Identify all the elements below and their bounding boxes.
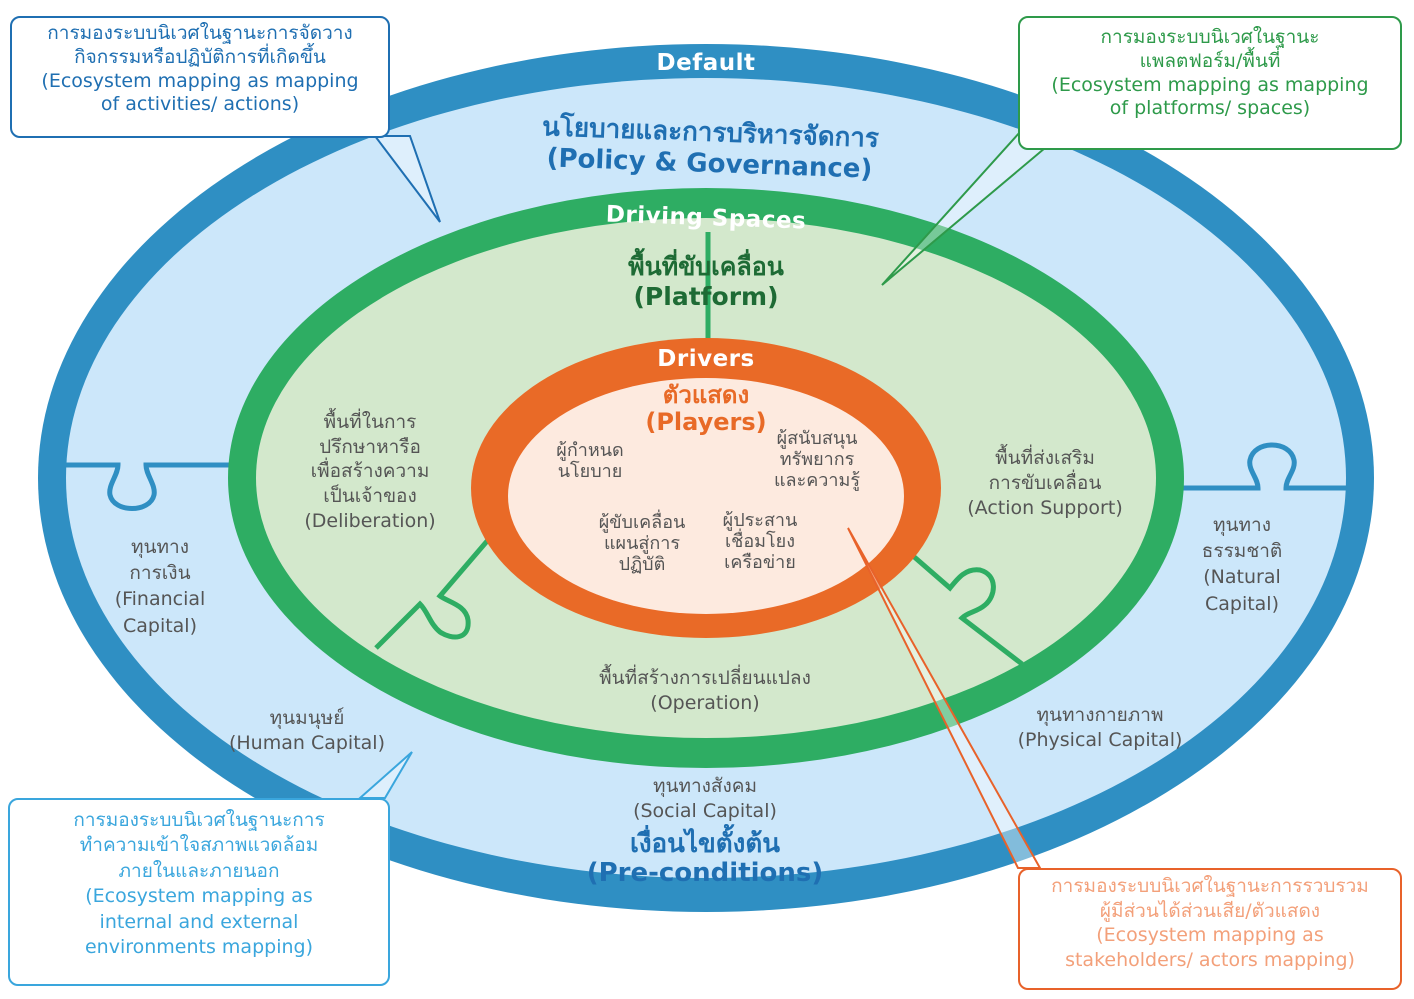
space-operation: พื้นที่สร้างการเปลี่ยนแปลง (Operation) bbox=[599, 667, 811, 714]
player-resource-supporter: ผู้สนับสนุน ทรัพยากร และความรู้ bbox=[773, 428, 861, 492]
platform-heading: พื้นที่ขับเคลื่อน (Platform) bbox=[556, 252, 856, 311]
middle-puzzle-divider-left bbox=[374, 538, 490, 650]
drivers-band-title: Drivers bbox=[657, 346, 755, 372]
player-implementer: ผู้ขับเคลื่อน แผนสู่การ ปฏิบัติ bbox=[598, 512, 686, 576]
callout-activities-mapping: การมองระบบนิเวศในฐานะการจัดวาง กิจกรรมหร… bbox=[10, 16, 390, 138]
callout-pointer-activities bbox=[372, 135, 441, 223]
callout-environments-mapping: การมองระบบนิเวศในฐานะการ ทำความเข้าใจสภา… bbox=[8, 798, 390, 986]
preconditions-thai: เงื่อนไขตั้งต้น bbox=[629, 829, 781, 859]
preconditions-en: (Pre-conditions) bbox=[586, 858, 824, 889]
capital-human: ทุนมนุษย์ (Human Capital) bbox=[228, 707, 385, 754]
space-action-support: พื้นที่ส่งเสริม การขับเคลื่อน (Action Su… bbox=[967, 447, 1123, 520]
preconditions-heading: เงื่อนไขตั้งต้น (Pre-conditions) bbox=[540, 829, 870, 889]
outer-puzzle-divider-left bbox=[50, 462, 235, 511]
space-deliberation: พื้นที่ในการ ปรึกษาหารือ เพื่อสร้างความ … bbox=[304, 411, 436, 532]
outer-puzzle-divider-right bbox=[1180, 442, 1362, 491]
platform-en: (Platform) bbox=[633, 281, 779, 311]
players-thai: ตัวแสดง bbox=[662, 381, 750, 409]
players-en: (Players) bbox=[645, 407, 767, 436]
player-network-coordinator: ผู้ประสาน เชื่อมโยง เครือข่าย bbox=[722, 510, 798, 574]
capital-social: ทุนทางสังคม (Social Capital) bbox=[633, 775, 777, 822]
default-band-title: Default bbox=[656, 50, 756, 76]
middle-puzzle-divider-right bbox=[910, 553, 1024, 666]
capital-natural: ทุนทาง ธรรมชาติ (Natural Capital) bbox=[1201, 514, 1283, 615]
callout-stakeholders-mapping: การมองระบบนิเวศในฐานะการรวบรวม ผู้มีส่วน… bbox=[1018, 868, 1402, 990]
player-policy-maker: ผู้กำหนด นโยบาย bbox=[556, 440, 624, 483]
inner-fill bbox=[508, 378, 904, 614]
capital-financial: ทุนทาง การเงิน (Financial Capital) bbox=[114, 536, 206, 637]
platform-thai: พื้นที่ขับเคลื่อน bbox=[628, 252, 784, 281]
capital-physical: ทุนทางกายภาพ (Physical Capital) bbox=[1017, 704, 1183, 751]
players-heading: ตัวแสดง (Players) bbox=[606, 382, 806, 436]
callout-platforms-mapping: การมองระบบนิเวศในฐานะ แพลตฟอร์ม/พื้นที่ … bbox=[1018, 16, 1402, 150]
